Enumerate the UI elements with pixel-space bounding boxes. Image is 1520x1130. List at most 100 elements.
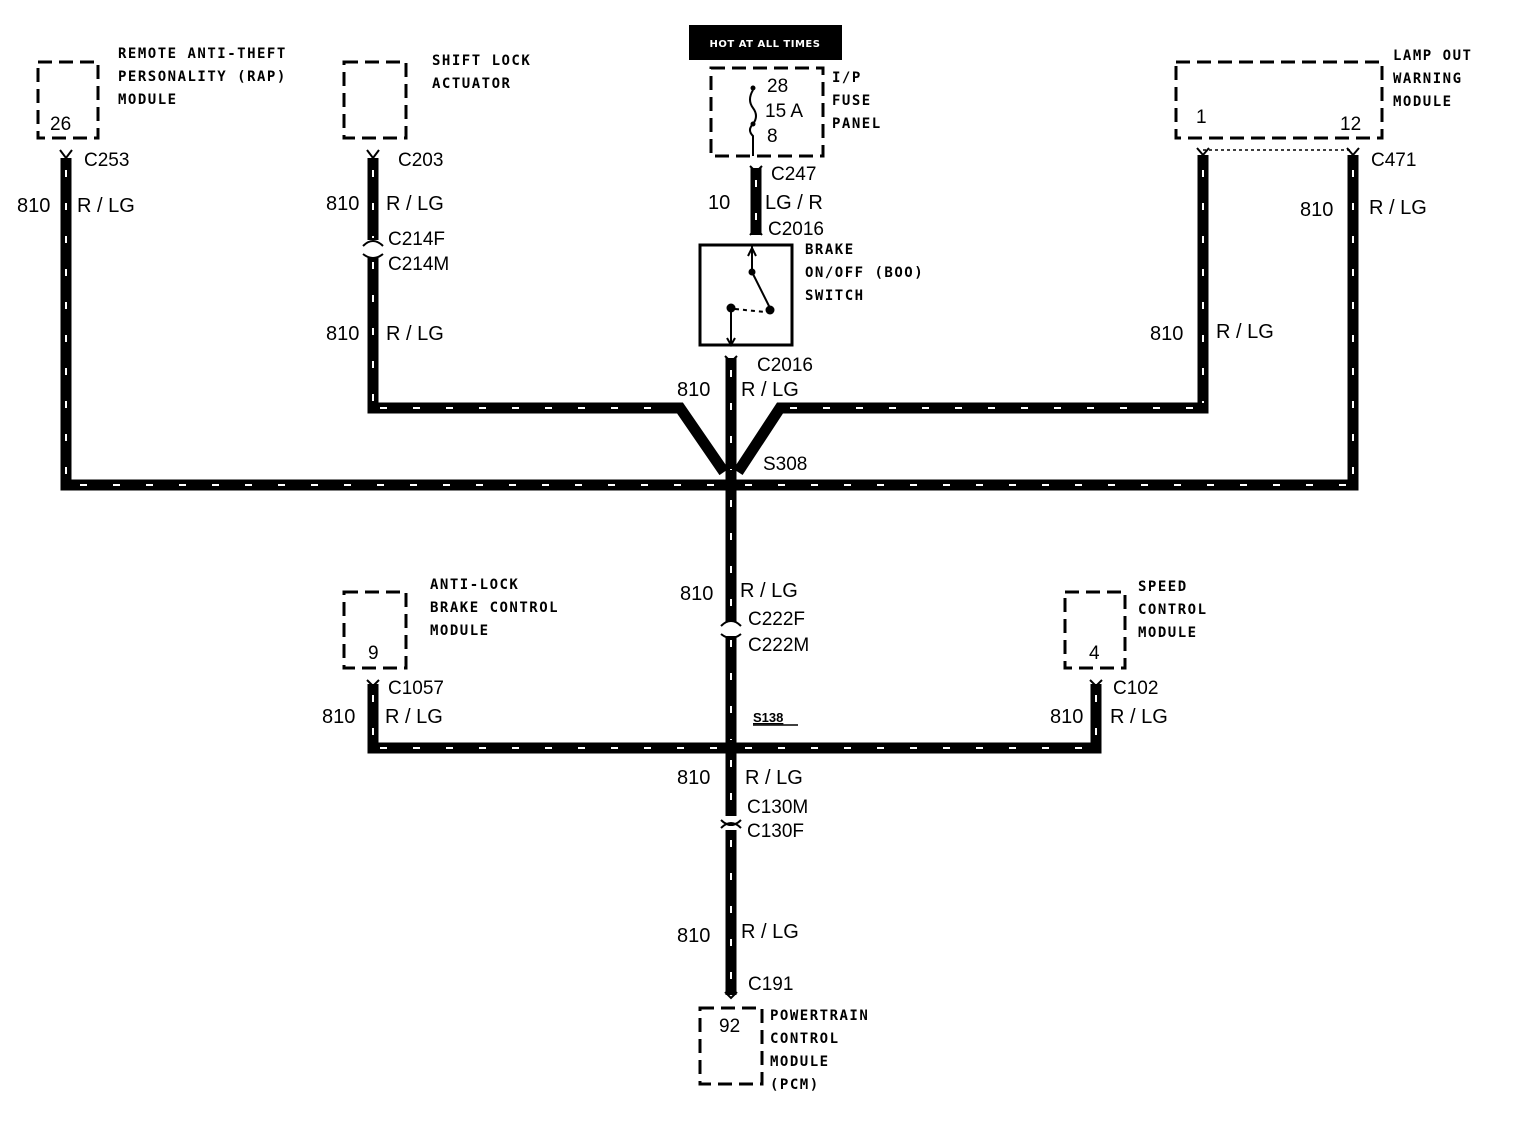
trunk-seg1-color: R / LG	[740, 580, 798, 602]
shift-lock-circuit-upper: 810	[326, 193, 359, 215]
label-line: MODULE	[770, 1054, 830, 1070]
label-line: LAMP OUT	[1393, 48, 1472, 64]
label-line: PERSONALITY (RAP)	[118, 69, 287, 85]
rap-pin: 26	[50, 114, 71, 135]
connector-tip-c203	[366, 149, 380, 160]
lamp-out-box	[1174, 60, 1384, 140]
splice-s138	[724, 741, 738, 755]
wire-hash-marks	[65, 170, 1354, 990]
inline-connectors	[362, 226, 763, 829]
label-line: MODULE	[1393, 94, 1453, 110]
splice-s138-label: S138	[753, 710, 783, 725]
shift-lock-box	[342, 60, 408, 140]
switch-color: R / LG	[741, 379, 799, 401]
speed-control-name: SPEED CONTROL MODULE	[1138, 579, 1208, 641]
splice-s308	[724, 478, 738, 492]
fuse-panel-name: I/P FUSE PANEL	[832, 70, 882, 132]
inline-c130m-label: C130M	[747, 797, 808, 818]
shift-lock-color-lower: R / LG	[386, 323, 444, 345]
fuse-pin-top: 28	[767, 76, 788, 97]
lamp-out-circuit-left: 810	[1150, 323, 1183, 345]
connector-tip-c102	[1089, 679, 1103, 688]
label-line: WARNING	[1393, 71, 1463, 87]
label-line: PANEL	[832, 116, 882, 132]
label-line: ACTUATOR	[432, 76, 511, 92]
trunk-seg2-color: R / LG	[745, 767, 803, 789]
connector-tip-c247	[749, 165, 763, 174]
fuse-connector: C247	[771, 164, 816, 185]
inline-c222	[720, 620, 742, 639]
inline-c222f-label: C222F	[748, 609, 805, 630]
abs-module-name: ANTI-LOCK BRAKE CONTROL MODULE	[430, 577, 559, 639]
trunk-seg1-circuit: 810	[680, 583, 713, 605]
switch-connector-out: C2016	[757, 355, 813, 376]
speed-control-connector: C102	[1113, 678, 1158, 699]
speed-control-color: R / LG	[1110, 706, 1168, 728]
label-line: ANTI-LOCK	[430, 577, 519, 593]
connector-tip-c1057	[366, 679, 380, 688]
shift-lock-circuit-lower: 810	[326, 323, 359, 345]
shift-lock-color-upper: R / LG	[386, 193, 444, 215]
inline-c130f-label: C130F	[747, 821, 804, 842]
shift-lock-name: SHIFT LOCK ACTUATOR	[432, 53, 531, 92]
label-line: BRAKE CONTROL	[430, 600, 559, 616]
label-line: MODULE	[430, 623, 490, 639]
label-line: CONTROL	[1138, 602, 1208, 618]
abs-circuit: 810	[322, 706, 355, 728]
connector-tip-c2016-out	[724, 355, 738, 364]
connector-tip-c191	[724, 991, 738, 1000]
pcm-connector: C191	[748, 974, 793, 995]
wire-lamp-out-right	[731, 155, 1359, 491]
wire-speed-control	[731, 684, 1102, 754]
power-header-text: HOT AT ALL TIMES	[710, 39, 821, 50]
switch-icon	[726, 245, 775, 348]
connector-tip-c471-left	[1196, 147, 1210, 157]
fuse-rating: 15 A	[765, 101, 803, 122]
lamp-out-pin-right: 12	[1340, 114, 1361, 135]
label-line: BRAKE	[805, 242, 855, 258]
lamp-out-color-right: R / LG	[1369, 197, 1427, 219]
label-line: FUSE	[832, 93, 872, 109]
speed-control-circuit: 810	[1050, 706, 1083, 728]
connector-tip-c253	[59, 149, 73, 160]
trunk-seg3-color: R / LG	[741, 921, 799, 943]
speed-control-pin: 4	[1089, 643, 1100, 664]
lamp-out-name: LAMP OUT WARNING MODULE	[1393, 48, 1472, 110]
rap-connector: C253	[84, 150, 129, 171]
shift-lock-connector: C203	[398, 150, 443, 171]
label-line: MODULE	[1138, 625, 1198, 641]
fuse-color: LG / R	[765, 192, 823, 214]
rap-module-box	[36, 60, 100, 140]
label-line: SPEED	[1138, 579, 1188, 595]
label-line: CONTROL	[770, 1031, 840, 1047]
switch-name: BRAKE ON/OFF (BOO) SWITCH	[805, 242, 924, 304]
brake-switch-box	[698, 243, 794, 347]
rap-color: R / LG	[77, 195, 135, 217]
trunk-seg3-circuit: 810	[677, 925, 710, 947]
label-line: MODULE	[118, 92, 178, 108]
fuse-circuit: 10	[708, 192, 730, 214]
label-line: I/P	[832, 70, 862, 86]
abs-pin: 9	[368, 643, 379, 664]
lamp-out-pin-left: 1	[1196, 107, 1207, 128]
abs-module-box	[342, 590, 408, 670]
inline-c214m-label: C214M	[388, 254, 449, 275]
lamp-out-connector: C471	[1371, 150, 1416, 171]
label-line: SHIFT LOCK	[432, 53, 531, 69]
label-line: (PCM)	[770, 1077, 820, 1093]
inline-c222m-label: C222M	[748, 635, 809, 656]
wire-shift-lock-lower	[367, 258, 729, 476]
abs-connector: C1057	[388, 678, 444, 699]
inline-c214f-label: C214F	[388, 229, 445, 250]
label-line: ON/OFF (BOO)	[805, 265, 924, 281]
inline-c130	[720, 819, 742, 829]
label-line: SWITCH	[805, 288, 865, 304]
inline-c2016-top	[749, 226, 763, 236]
abs-color: R / LG	[385, 706, 443, 728]
fuse-panel-box	[709, 66, 825, 158]
lamp-out-color-left: R / LG	[1216, 321, 1274, 343]
power-header-box	[689, 25, 842, 60]
